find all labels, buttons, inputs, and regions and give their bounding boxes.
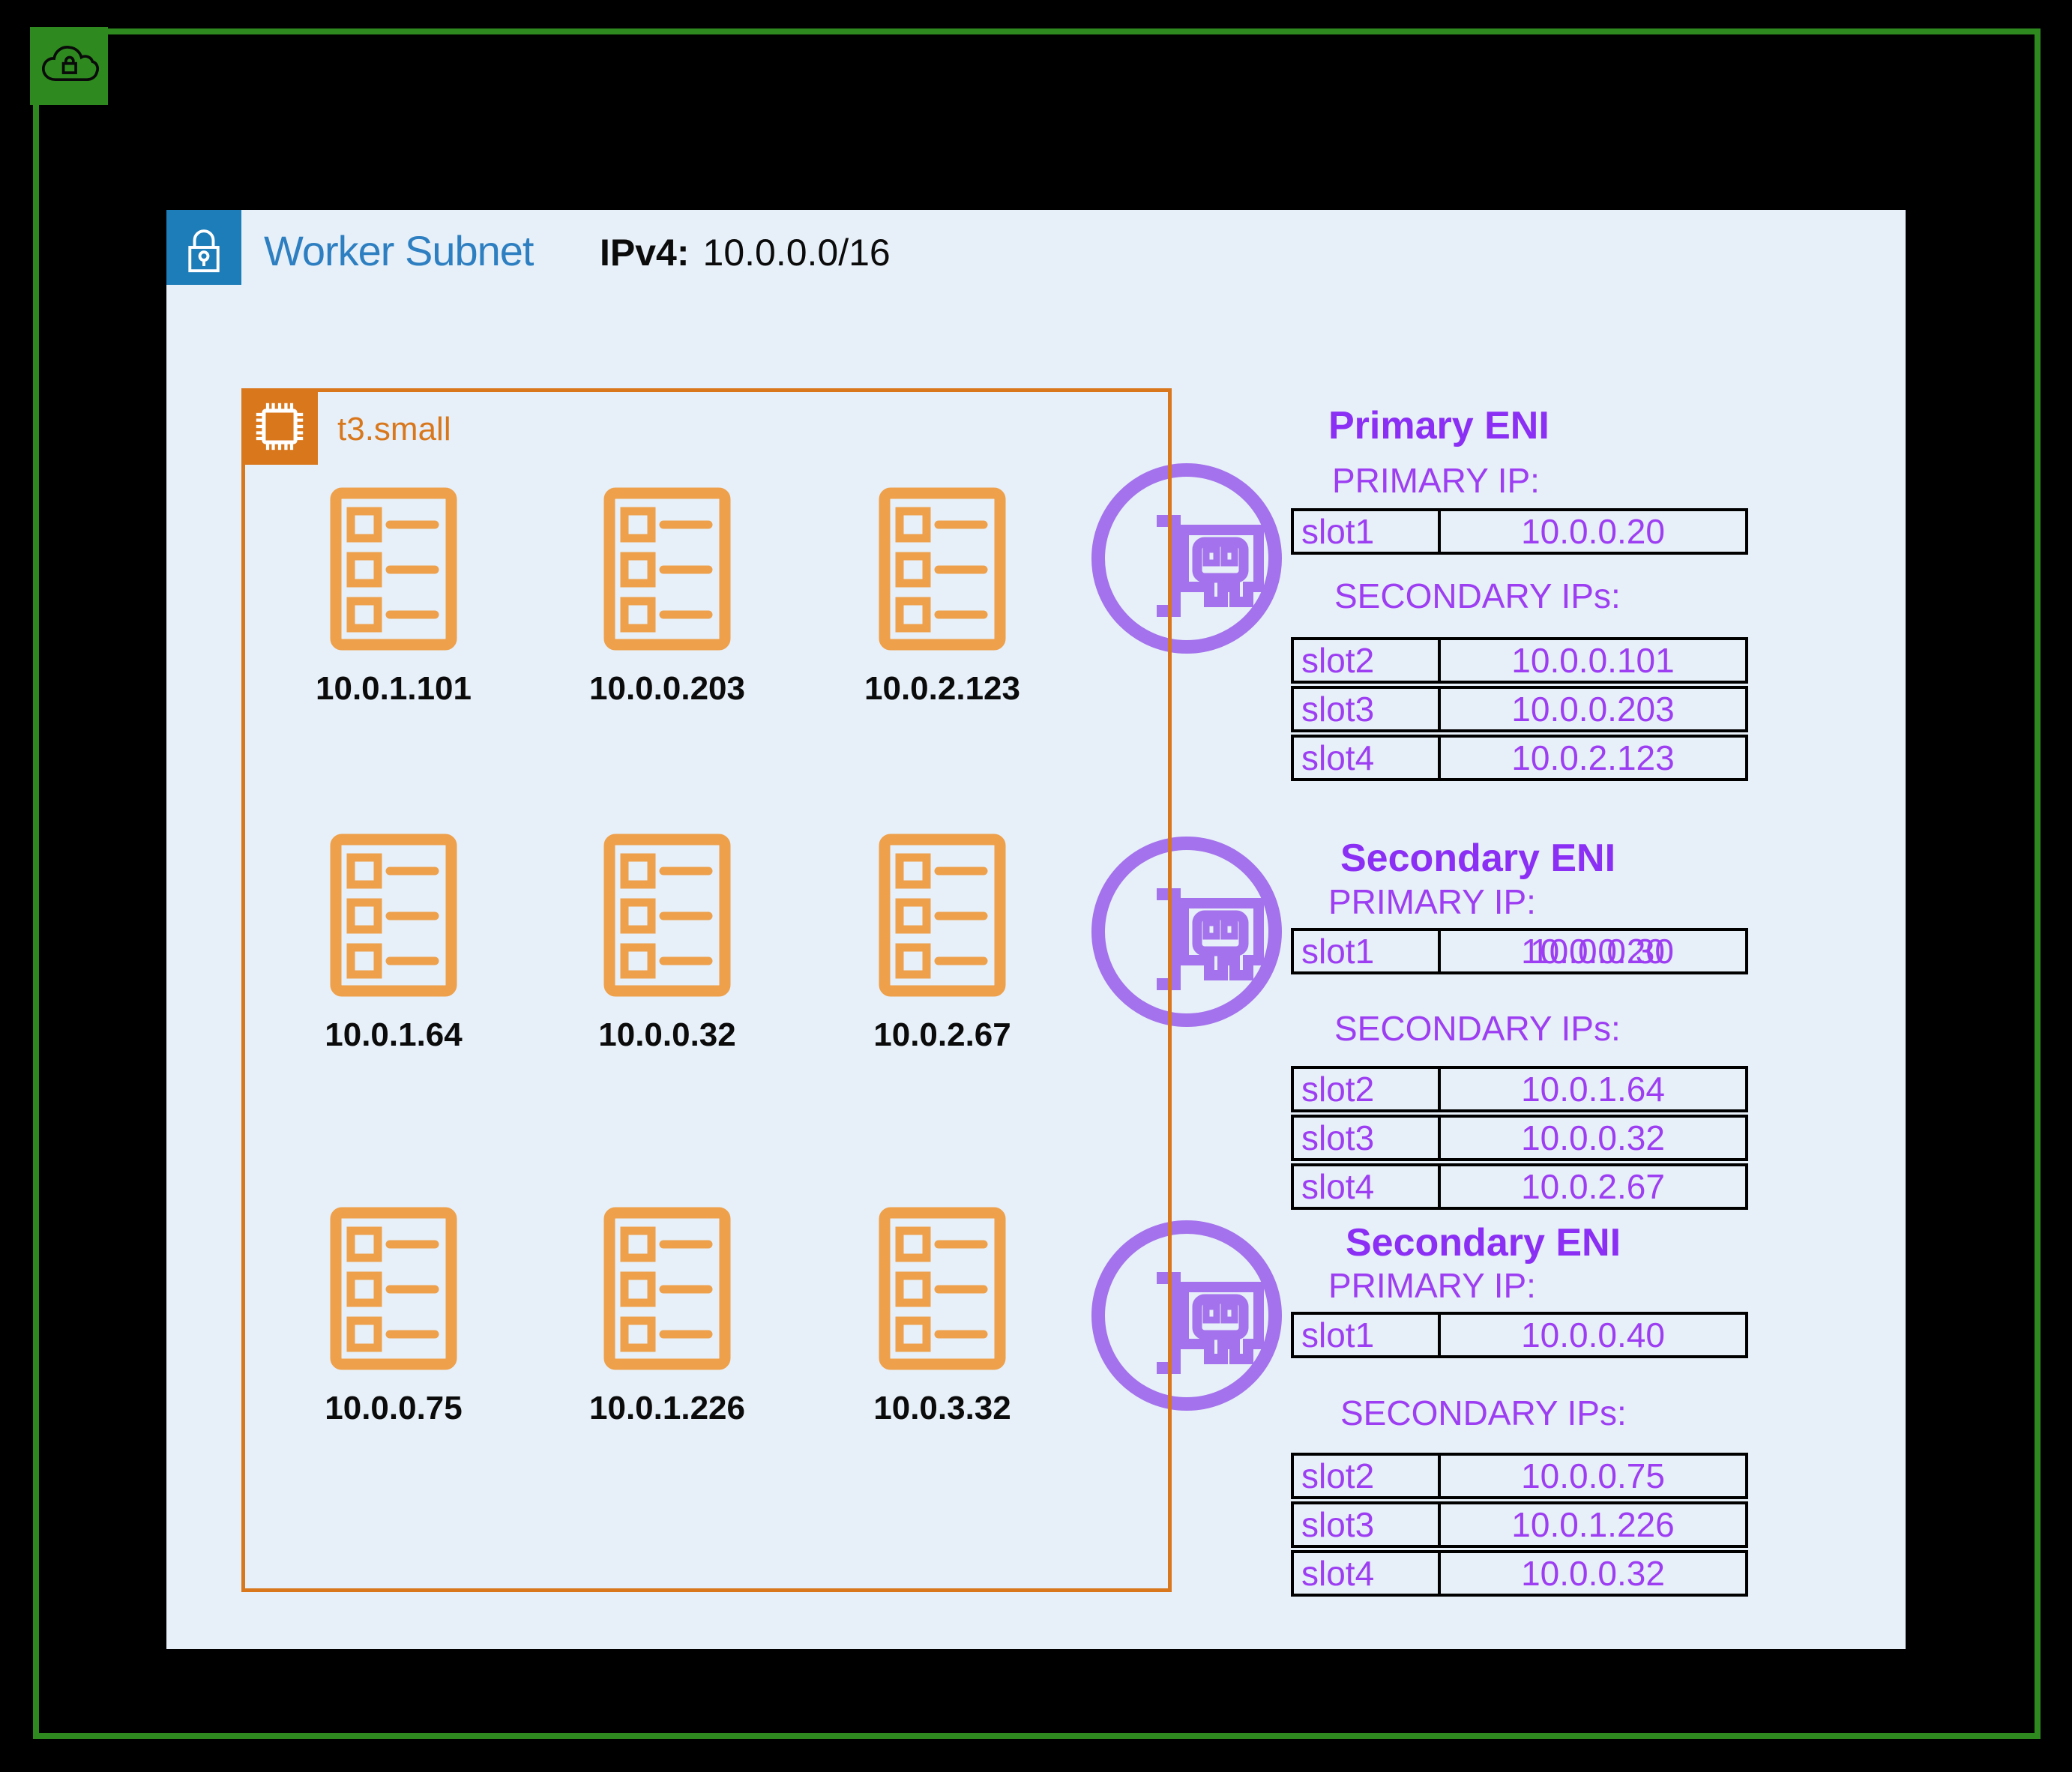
- secondary-ip-table: slot2 10.0.0.101 slot3 10.0.0.203 slot4 …: [1291, 637, 1748, 783]
- primary-ip-header: PRIMARY IP:: [1328, 1266, 1536, 1305]
- primary-ip-table: slot1 10.0.0.40: [1291, 1312, 1748, 1360]
- table-row: slot4 10.0.0.32: [1291, 1550, 1748, 1597]
- pod: 10.0.3.32: [815, 1207, 1070, 1427]
- pod: 10.0.1.64: [266, 834, 521, 1054]
- table-row: slot3 10.0.1.226: [1291, 1501, 1748, 1548]
- pod-list-icon: [330, 834, 457, 997]
- slot-cell: slot1: [1294, 511, 1441, 552]
- primary-ip-header: PRIMARY IP:: [1328, 882, 1536, 921]
- secondary-ip-table: slot2 10.0.1.64 slot3 10.0.0.32 slot4 10…: [1291, 1066, 1748, 1212]
- ip-cell: 10.0.1.226: [1511, 1505, 1675, 1544]
- pod: 10.0.0.32: [540, 834, 795, 1054]
- primary-ip-table: slot1 10.0.0.20: [1291, 508, 1748, 557]
- pod-ip-label: 10.0.0.32: [598, 1016, 736, 1053]
- ip-cell: 10.0.0.40: [1521, 1316, 1665, 1354]
- vpc-boundary: [33, 28, 2041, 1739]
- pod-list-icon: [603, 834, 731, 997]
- pod: 10.0.1.226: [540, 1207, 795, 1427]
- table-row: slot2 10.0.1.64: [1291, 1066, 1748, 1112]
- eni-title: Primary ENI: [1328, 404, 1550, 447]
- subnet-cidr: IPv4: 10.0.0.0/16: [600, 231, 891, 274]
- pod-ip-label: 10.0.2.67: [873, 1016, 1011, 1053]
- table-row: slot4 10.0.2.123: [1291, 735, 1748, 781]
- pod-list-icon: [879, 834, 1006, 997]
- pod-list-icon: [330, 1207, 457, 1370]
- slot-cell: slot3: [1294, 689, 1441, 729]
- eni-title: Secondary ENI: [1346, 1221, 1621, 1265]
- ip-cell: 10.0.0.203: [1511, 690, 1675, 729]
- overlapped-ip-text: 10.0.0.20: [1521, 932, 1665, 971]
- pod-list-icon: [879, 1207, 1006, 1370]
- ip-cell: 10.0.2.123: [1511, 738, 1675, 777]
- pod-list-icon: [603, 1207, 731, 1370]
- pod-ip-label: 10.0.1.101: [316, 670, 472, 707]
- secondary-ips-header: SECONDARY IPs:: [1340, 1393, 1627, 1432]
- instance-type-label: t3.small: [337, 411, 451, 447]
- slot-cell: slot4: [1294, 1553, 1441, 1594]
- subnet-badge: [166, 210, 241, 285]
- slot-cell: slot1: [1294, 1315, 1441, 1355]
- slot-cell: slot4: [1294, 738, 1441, 778]
- ip-cell: 10.0.0.32: [1521, 1554, 1665, 1593]
- ip-cell: 10.0.0.20 10.0.0.30: [1441, 931, 1745, 971]
- slot-cell: slot1: [1294, 931, 1441, 971]
- pod-ip-label: 10.0.0.203: [589, 670, 745, 707]
- pod: 10.0.1.101: [266, 487, 521, 708]
- primary-ip-table: slot1 10.0.0.20 10.0.0.30: [1291, 928, 1748, 977]
- cidr-label: IPv4:: [600, 232, 690, 274]
- table-row: slot2 10.0.0.101: [1291, 637, 1748, 684]
- cidr-value: 10.0.0.0/16: [702, 232, 891, 274]
- chip-icon: [256, 403, 304, 450]
- table-row: slot3 10.0.0.203: [1291, 686, 1748, 732]
- table-row: slot1 10.0.0.40: [1291, 1312, 1748, 1358]
- network-card-icon: [1088, 833, 1286, 1031]
- pod: 10.0.2.67: [815, 834, 1070, 1054]
- table-row: slot1 10.0.0.20: [1291, 508, 1748, 555]
- pod-ip-label: 10.0.1.226: [589, 1390, 745, 1426]
- pod: 10.0.0.75: [266, 1207, 521, 1427]
- ip-cell: 10.0.0.32: [1521, 1118, 1665, 1157]
- subnet-title: Worker Subnet: [264, 227, 534, 274]
- secondary-ips-header: SECONDARY IPs:: [1334, 1009, 1621, 1048]
- slot-cell: slot2: [1294, 1456, 1441, 1496]
- pod-ip-label: 10.0.0.75: [325, 1390, 463, 1426]
- pod: 10.0.0.203: [540, 487, 795, 708]
- ip-cell: 10.0.2.67: [1521, 1167, 1665, 1206]
- pod-ip-label: 10.0.1.64: [325, 1016, 463, 1053]
- table-row: slot4 10.0.2.67: [1291, 1163, 1748, 1210]
- pod-ip-label: 10.0.3.32: [873, 1390, 1011, 1426]
- ip-cell: 10.0.0.75: [1521, 1456, 1665, 1495]
- eni-title: Secondary ENI: [1340, 837, 1616, 880]
- cloud-lock-icon: [41, 46, 100, 82]
- pod: 10.0.2.123: [815, 487, 1070, 708]
- ip-cell: 10.0.0.20: [1521, 512, 1665, 551]
- slot-cell: slot2: [1294, 640, 1441, 681]
- pod-list-icon: [603, 487, 731, 651]
- ip-cell: 10.0.1.64: [1521, 1070, 1665, 1109]
- pod-list-icon: [330, 487, 457, 651]
- vpc-badge: [30, 27, 108, 105]
- table-row: slot1 10.0.0.20 10.0.0.30: [1291, 928, 1748, 974]
- ip-cell: 10.0.0.101: [1511, 641, 1675, 680]
- slot-cell: slot4: [1294, 1166, 1441, 1207]
- network-card-icon: [1088, 1217, 1286, 1414]
- table-row: slot3 10.0.0.32: [1291, 1115, 1748, 1161]
- secondary-ip-table: slot2 10.0.0.75 slot3 10.0.1.226 slot4 1…: [1291, 1453, 1748, 1599]
- primary-ip-header: PRIMARY IP:: [1332, 461, 1540, 500]
- pod-ip-label: 10.0.2.123: [864, 670, 1020, 707]
- slot-cell: slot3: [1294, 1118, 1441, 1158]
- instance-badge: [241, 388, 318, 465]
- slot-cell: slot3: [1294, 1504, 1441, 1545]
- network-card-icon: [1088, 459, 1286, 657]
- slot-cell: slot2: [1294, 1069, 1441, 1109]
- secondary-ips-header: SECONDARY IPs:: [1334, 576, 1621, 615]
- pod-list-icon: [879, 487, 1006, 651]
- lock-icon: [188, 229, 220, 273]
- table-row: slot2 10.0.0.75: [1291, 1453, 1748, 1499]
